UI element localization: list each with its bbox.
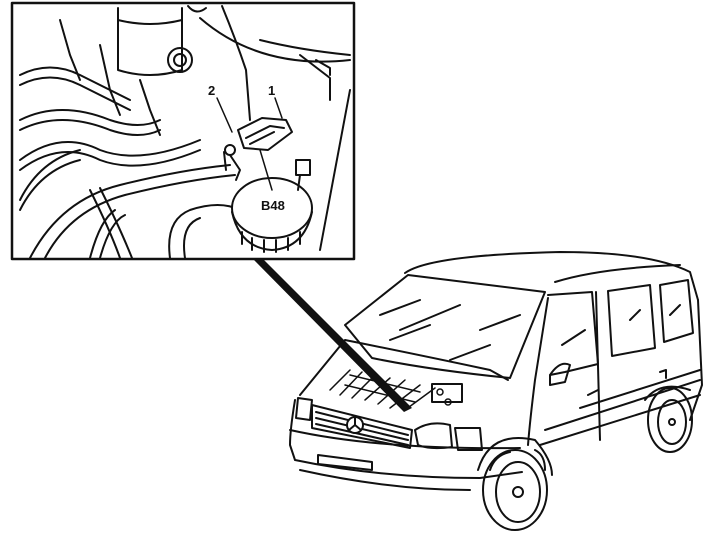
- leader-pointer: [252, 258, 412, 412]
- callout-label-B48: B48: [261, 198, 285, 213]
- leader-2: [216, 97, 233, 133]
- callout-label-2: 2: [208, 83, 216, 98]
- van-illustration: [289, 251, 703, 531]
- inset-illustration: [10, 1, 356, 261]
- leader-1: [274, 97, 283, 119]
- callout-label-1: 1: [268, 83, 276, 98]
- leader-B48: [259, 149, 273, 191]
